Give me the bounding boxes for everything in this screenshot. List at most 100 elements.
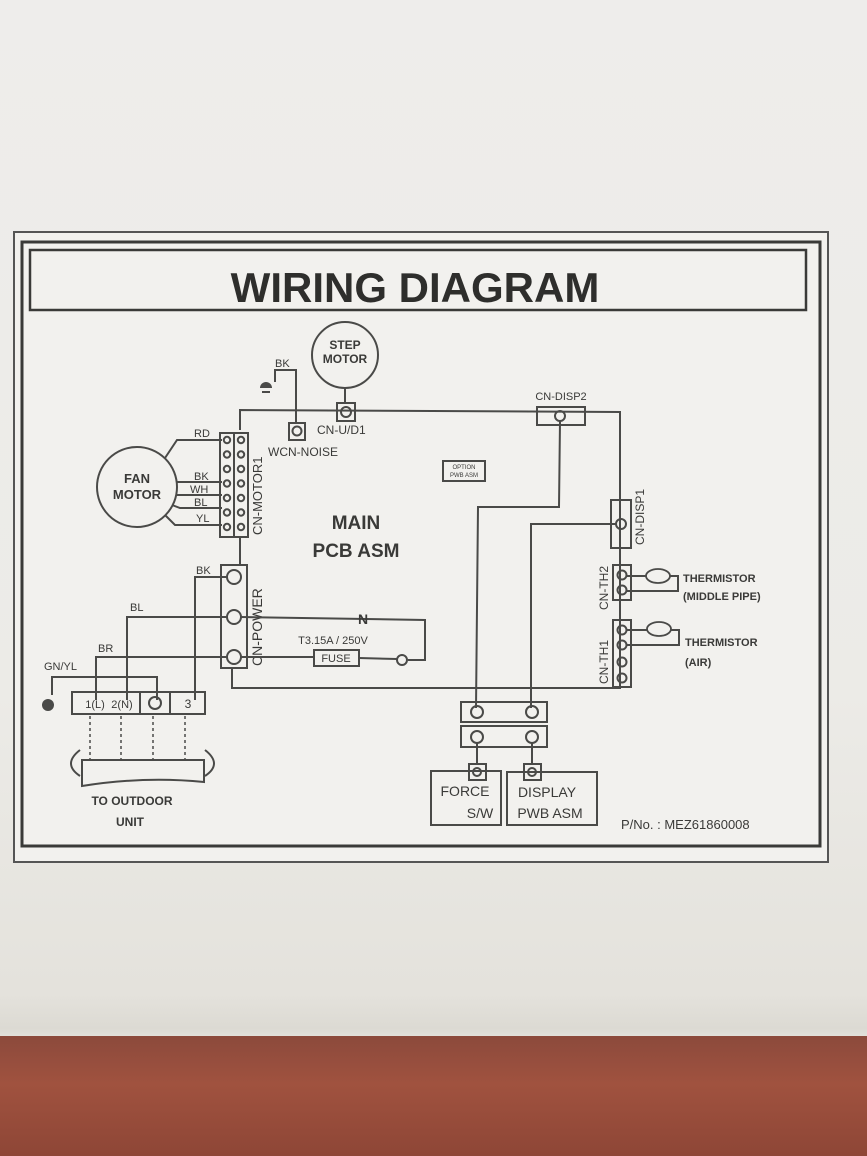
- to-outdoor-label-1: TO OUTDOOR: [91, 794, 172, 808]
- relay-connector-lower: [460, 725, 548, 748]
- wire-noise-filter: [240, 616, 426, 661]
- cn-disp1-label: CN-DISP1: [633, 489, 647, 545]
- cn-th2-label: CN-TH2: [597, 566, 611, 610]
- pin: [616, 584, 628, 596]
- pin: [527, 767, 537, 777]
- wire-label-rd: RD: [194, 428, 210, 440]
- display-pwb-connector: [523, 763, 542, 781]
- wire-label-gnyl: GN/YL: [44, 661, 77, 673]
- cn-disp2-label: CN-DISP2: [535, 391, 586, 403]
- wcn-noise-connector: [288, 422, 306, 441]
- pin: [222, 493, 232, 503]
- pin: [616, 624, 628, 636]
- label-sticker: [13, 231, 829, 863]
- label-border: [20, 240, 822, 848]
- fan-motor-label-1: FAN: [124, 471, 150, 486]
- option-pwb-box: [442, 460, 486, 482]
- ground-icon: [260, 382, 272, 393]
- wire-power-bl: [126, 616, 227, 700]
- wire-label-power-br: BR: [98, 643, 113, 655]
- wire-label-power-bl: BL: [130, 602, 143, 614]
- pin: [616, 656, 628, 668]
- pin: [236, 493, 246, 503]
- wire-bl: [171, 504, 222, 509]
- pin: [222, 479, 232, 488]
- outdoor-cable-symbol: [70, 749, 215, 788]
- fuse-terminal: [396, 654, 408, 666]
- wire-gnyl: [51, 676, 158, 700]
- cn-disp2-connector: [536, 406, 586, 426]
- wire-rd: [164, 439, 222, 459]
- pin: [222, 508, 232, 517]
- wire-bk-ground: [274, 369, 297, 423]
- pin: [236, 450, 246, 459]
- pin: [222, 435, 232, 445]
- pin: [222, 450, 232, 459]
- cn-power-label: CN-POWER: [249, 588, 265, 666]
- terminal-ground-icon: [148, 696, 162, 710]
- pin: [236, 522, 246, 532]
- pin: [236, 464, 246, 474]
- outdoor-dotted-wires: [89, 716, 186, 760]
- terminal-3-label: 3: [185, 697, 192, 711]
- step-motor-label-2: MOTOR: [323, 352, 368, 366]
- pin: [472, 767, 482, 777]
- terminal-block: [71, 691, 206, 715]
- red-fabric-background: [0, 1036, 867, 1156]
- wire-label-bl: BL: [194, 497, 207, 509]
- cn-motor1-label: CN-MOTOR1: [250, 457, 265, 535]
- fan-motor-symbol: [96, 446, 178, 528]
- diagram-title: WIRING DIAGRAM: [231, 264, 600, 311]
- noise-filter-symbol: N: [358, 611, 368, 627]
- to-outdoor-label-2: UNIT: [116, 815, 145, 829]
- cn-ud1-label: CN-U/D1: [317, 423, 366, 437]
- force-sw-label-2: S/W: [467, 805, 494, 821]
- ground-icon: [42, 699, 54, 711]
- wire-label-power-bk: BK: [196, 565, 211, 577]
- wire-label-yl: YL: [196, 513, 209, 525]
- terminal-1-label: 1(L): [85, 699, 105, 711]
- wire-disp1: [530, 523, 616, 708]
- cn-motor1-column: [233, 432, 249, 538]
- fuse-rating: T3.15A / 250V: [298, 635, 368, 647]
- thermistor-middle-pipe-icon: [645, 568, 671, 584]
- main-pcb-outline: [231, 408, 621, 689]
- cn-ud1-connector: [336, 402, 356, 422]
- main-pcb-label-1: MAIN: [332, 513, 381, 534]
- pin: [291, 425, 303, 437]
- wire: [358, 657, 398, 660]
- display-pwb-box: [506, 771, 598, 826]
- terminal-2-label: 2(N): [111, 699, 132, 711]
- pin: [470, 705, 484, 719]
- option-pwb-label-2: PWB ASM: [450, 473, 478, 479]
- pin: [236, 508, 246, 517]
- relay-connector-upper: [460, 701, 548, 723]
- pin: [525, 705, 539, 719]
- wire-power-bk: [194, 576, 227, 700]
- pin: [222, 464, 232, 474]
- pin: [616, 672, 628, 684]
- pin: [616, 569, 628, 581]
- cn-motor1-connector: [219, 432, 249, 538]
- force-sw-box: [430, 770, 502, 826]
- display-pwb-label-1: DISPLAY: [518, 784, 577, 800]
- cn-th1-label: CN-TH1: [597, 640, 611, 684]
- pin: [236, 435, 246, 445]
- cn-th1-connector: [612, 619, 632, 688]
- pin: [236, 479, 246, 488]
- title-box: [28, 248, 808, 312]
- wire-label-bk: BK: [194, 471, 209, 483]
- main-pcb-label-2: PCB ASM: [313, 541, 400, 562]
- step-motor-label-1: STEP: [329, 338, 360, 352]
- part-number: P/No. : MEZ61860008: [621, 817, 750, 832]
- option-pwb-label-1: OPTION: [452, 465, 475, 471]
- wire-power-br: [95, 656, 227, 700]
- fuse-label: FUSE: [321, 653, 350, 665]
- thermistor-air-label-2: (AIR): [685, 657, 712, 669]
- cn-th2-connector: [612, 564, 632, 601]
- thermistor-middle-label-1: THERMISTOR: [683, 573, 756, 585]
- force-sw-connector: [468, 763, 487, 781]
- pin: [616, 639, 628, 651]
- fan-motor-label-2: MOTOR: [113, 487, 162, 502]
